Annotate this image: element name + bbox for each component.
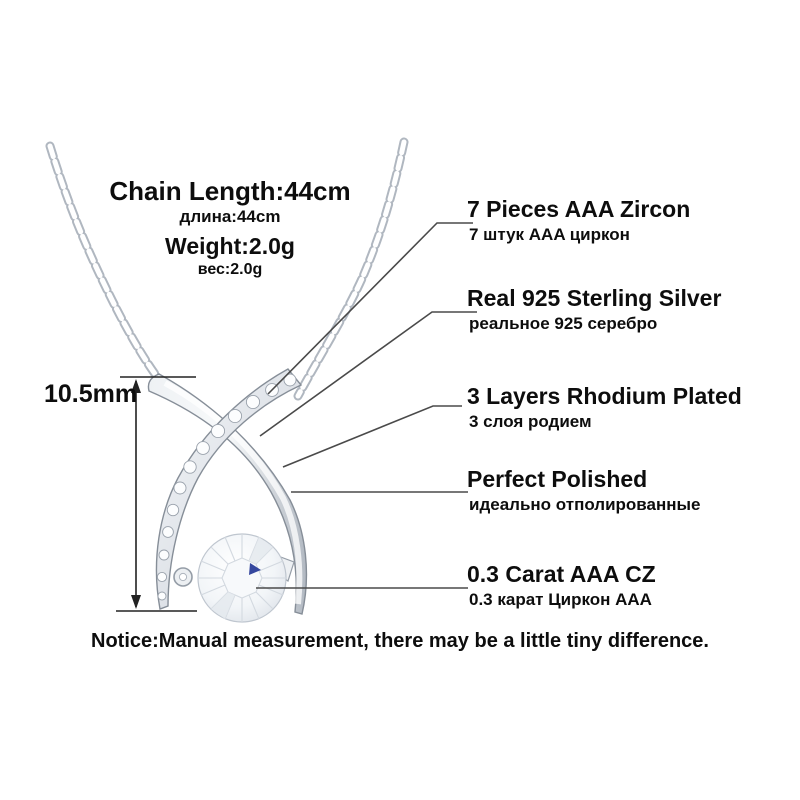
specs-block: Chain Length:44cm длина:44cm Weight:2.0g… bbox=[80, 176, 380, 280]
feature-en: Perfect Polished bbox=[467, 466, 648, 492]
cz-stone bbox=[197, 533, 287, 623]
feature-ru: 3 слоя родием bbox=[469, 412, 592, 431]
feature-ru: идеально отполированные bbox=[469, 495, 701, 514]
left-prong-hole bbox=[178, 572, 188, 582]
measurement-arrow bbox=[116, 376, 197, 612]
feature-en: 7 Pieces AAA Zircon bbox=[467, 196, 691, 222]
feature-callout-rhodium: 3 Layers Rhodium Plated 3 слоя родием bbox=[467, 384, 742, 432]
arrowhead-down bbox=[131, 595, 141, 609]
callout-lines bbox=[256, 222, 477, 589]
feature-callout-cz: 0.3 Carat AAA CZ 0.3 карат Циркон AAA bbox=[467, 562, 656, 610]
necklace-chain-left bbox=[45, 141, 169, 391]
chain-length-label: Chain Length:44cm bbox=[109, 176, 351, 206]
weight-label: Weight:2.0g bbox=[165, 233, 295, 259]
chain-length-label-ru: длина:44cm bbox=[179, 207, 281, 226]
feature-en: 0.3 Carat AAA CZ bbox=[467, 561, 656, 587]
pendant-height-label: 10.5mm bbox=[44, 380, 138, 408]
callout-line-zircon bbox=[267, 222, 473, 395]
arrowhead-up bbox=[131, 379, 141, 393]
notice-text: Notice:Manual measurement, there may be … bbox=[91, 630, 709, 652]
feature-ru: реальное 925 серебро bbox=[469, 314, 658, 333]
feature-callout-zircon: 7 Pieces AAA Zircon 7 штук AAA циркон bbox=[467, 197, 690, 245]
feature-ru: 0.3 карат Циркон AAA bbox=[469, 590, 652, 609]
feature-callout-polished: Perfect Polished идеально отполированные bbox=[467, 467, 701, 515]
pendant-ribbon-smooth bbox=[147, 373, 308, 615]
feature-callout-silver: Real 925 Sterling Silver реальное 925 се… bbox=[467, 286, 721, 334]
callout-line-silver bbox=[259, 311, 477, 437]
weight-label-ru: вес:2.0g bbox=[197, 261, 263, 278]
callout-line-rhodium bbox=[282, 405, 462, 468]
necklace-chain-right bbox=[293, 137, 409, 401]
feature-en: 3 Layers Rhodium Plated bbox=[467, 383, 742, 409]
feature-en: Real 925 Sterling Silver bbox=[467, 285, 722, 311]
feature-ru: 7 штук AAA циркон bbox=[469, 225, 630, 244]
blue-facet bbox=[249, 563, 261, 575]
